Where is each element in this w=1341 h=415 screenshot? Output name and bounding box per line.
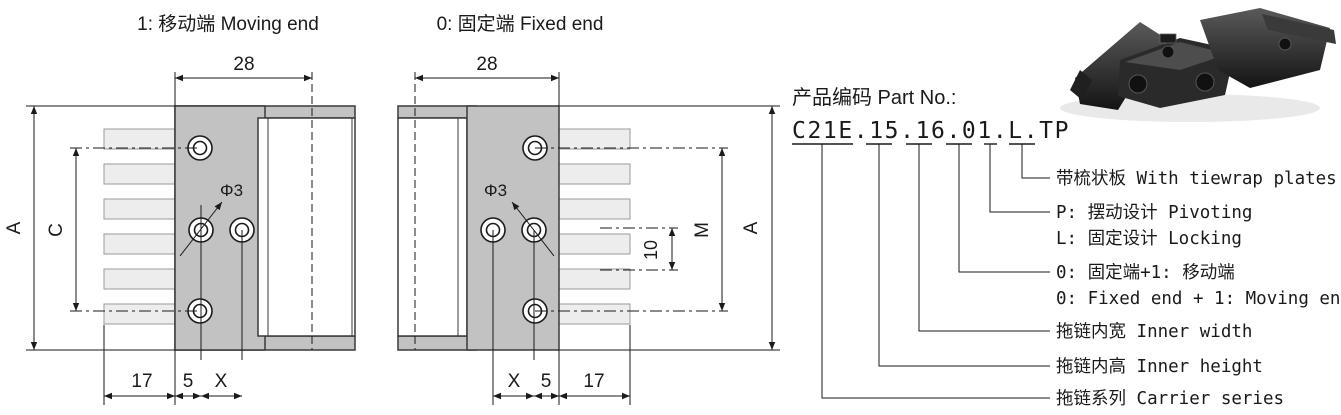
- tiewrap-comb-left: [103, 128, 176, 325]
- hole-diameter-label-left: Φ3: [220, 181, 243, 200]
- part-number-code: C21E.15.16.01.L.TP: [792, 118, 1070, 144]
- dim-height-a-right: A: [741, 221, 762, 234]
- dim-bottom-17-right: 17: [583, 371, 604, 392]
- cable-carrier-photo: [1060, 8, 1336, 122]
- callout-end-en: 0: Fixed end + 1: Moving end: [1056, 289, 1341, 309]
- dim-bottom-5-right: 5: [541, 371, 552, 392]
- dim-bottom-17-left: 17: [131, 371, 152, 392]
- fixed-end-title: 0: 固定端 Fixed end: [437, 13, 604, 35]
- callout-carrier-series: 拖链系列 Carrier series: [1056, 389, 1284, 409]
- moving-end-drawing: Φ3 28 A C 17 5 X: [4, 54, 356, 405]
- callout-inner-height: 拖链内高 Inner height: [1056, 357, 1263, 377]
- callout-locking: L: 固定设计 Locking: [1056, 229, 1242, 249]
- dim-height-m: M: [692, 222, 713, 238]
- dim-bottom-x-left: X: [215, 371, 228, 392]
- dim-width-28-left: 28: [233, 54, 254, 75]
- callout-inner-width: 拖链内宽 Inner width: [1056, 322, 1252, 342]
- dim-height-c: C: [46, 223, 67, 237]
- callout-end-cn: 0: 固定端+1: 移动端: [1056, 263, 1235, 283]
- dim-bottom-x-right: X: [508, 371, 521, 392]
- callout-pivoting: P: 摆动设计 Pivoting: [1056, 203, 1252, 223]
- tiewrap-comb-right: [558, 128, 631, 325]
- dim-width-28-right: 28: [476, 54, 497, 75]
- fixed-end-drawing: Φ3 28 10 M A X 5 17: [397, 54, 780, 405]
- callout-tiewrap: 带梳状板 With tiewrap plates: [1056, 169, 1337, 189]
- dim-bottom-5-left: 5: [183, 371, 194, 392]
- hole-diameter-label-right: Φ3: [484, 181, 507, 200]
- moving-end-title: 1: 移动端 Moving end: [137, 13, 319, 35]
- dim-pitch-10: 10: [641, 240, 661, 260]
- dim-height-a-left: A: [4, 221, 25, 234]
- part-number-legend: 产品编码 Part No.: C21E.15.16.01.L.TP 带梳状板 W…: [792, 86, 1341, 409]
- part-number-heading: 产品编码 Part No.:: [792, 86, 956, 109]
